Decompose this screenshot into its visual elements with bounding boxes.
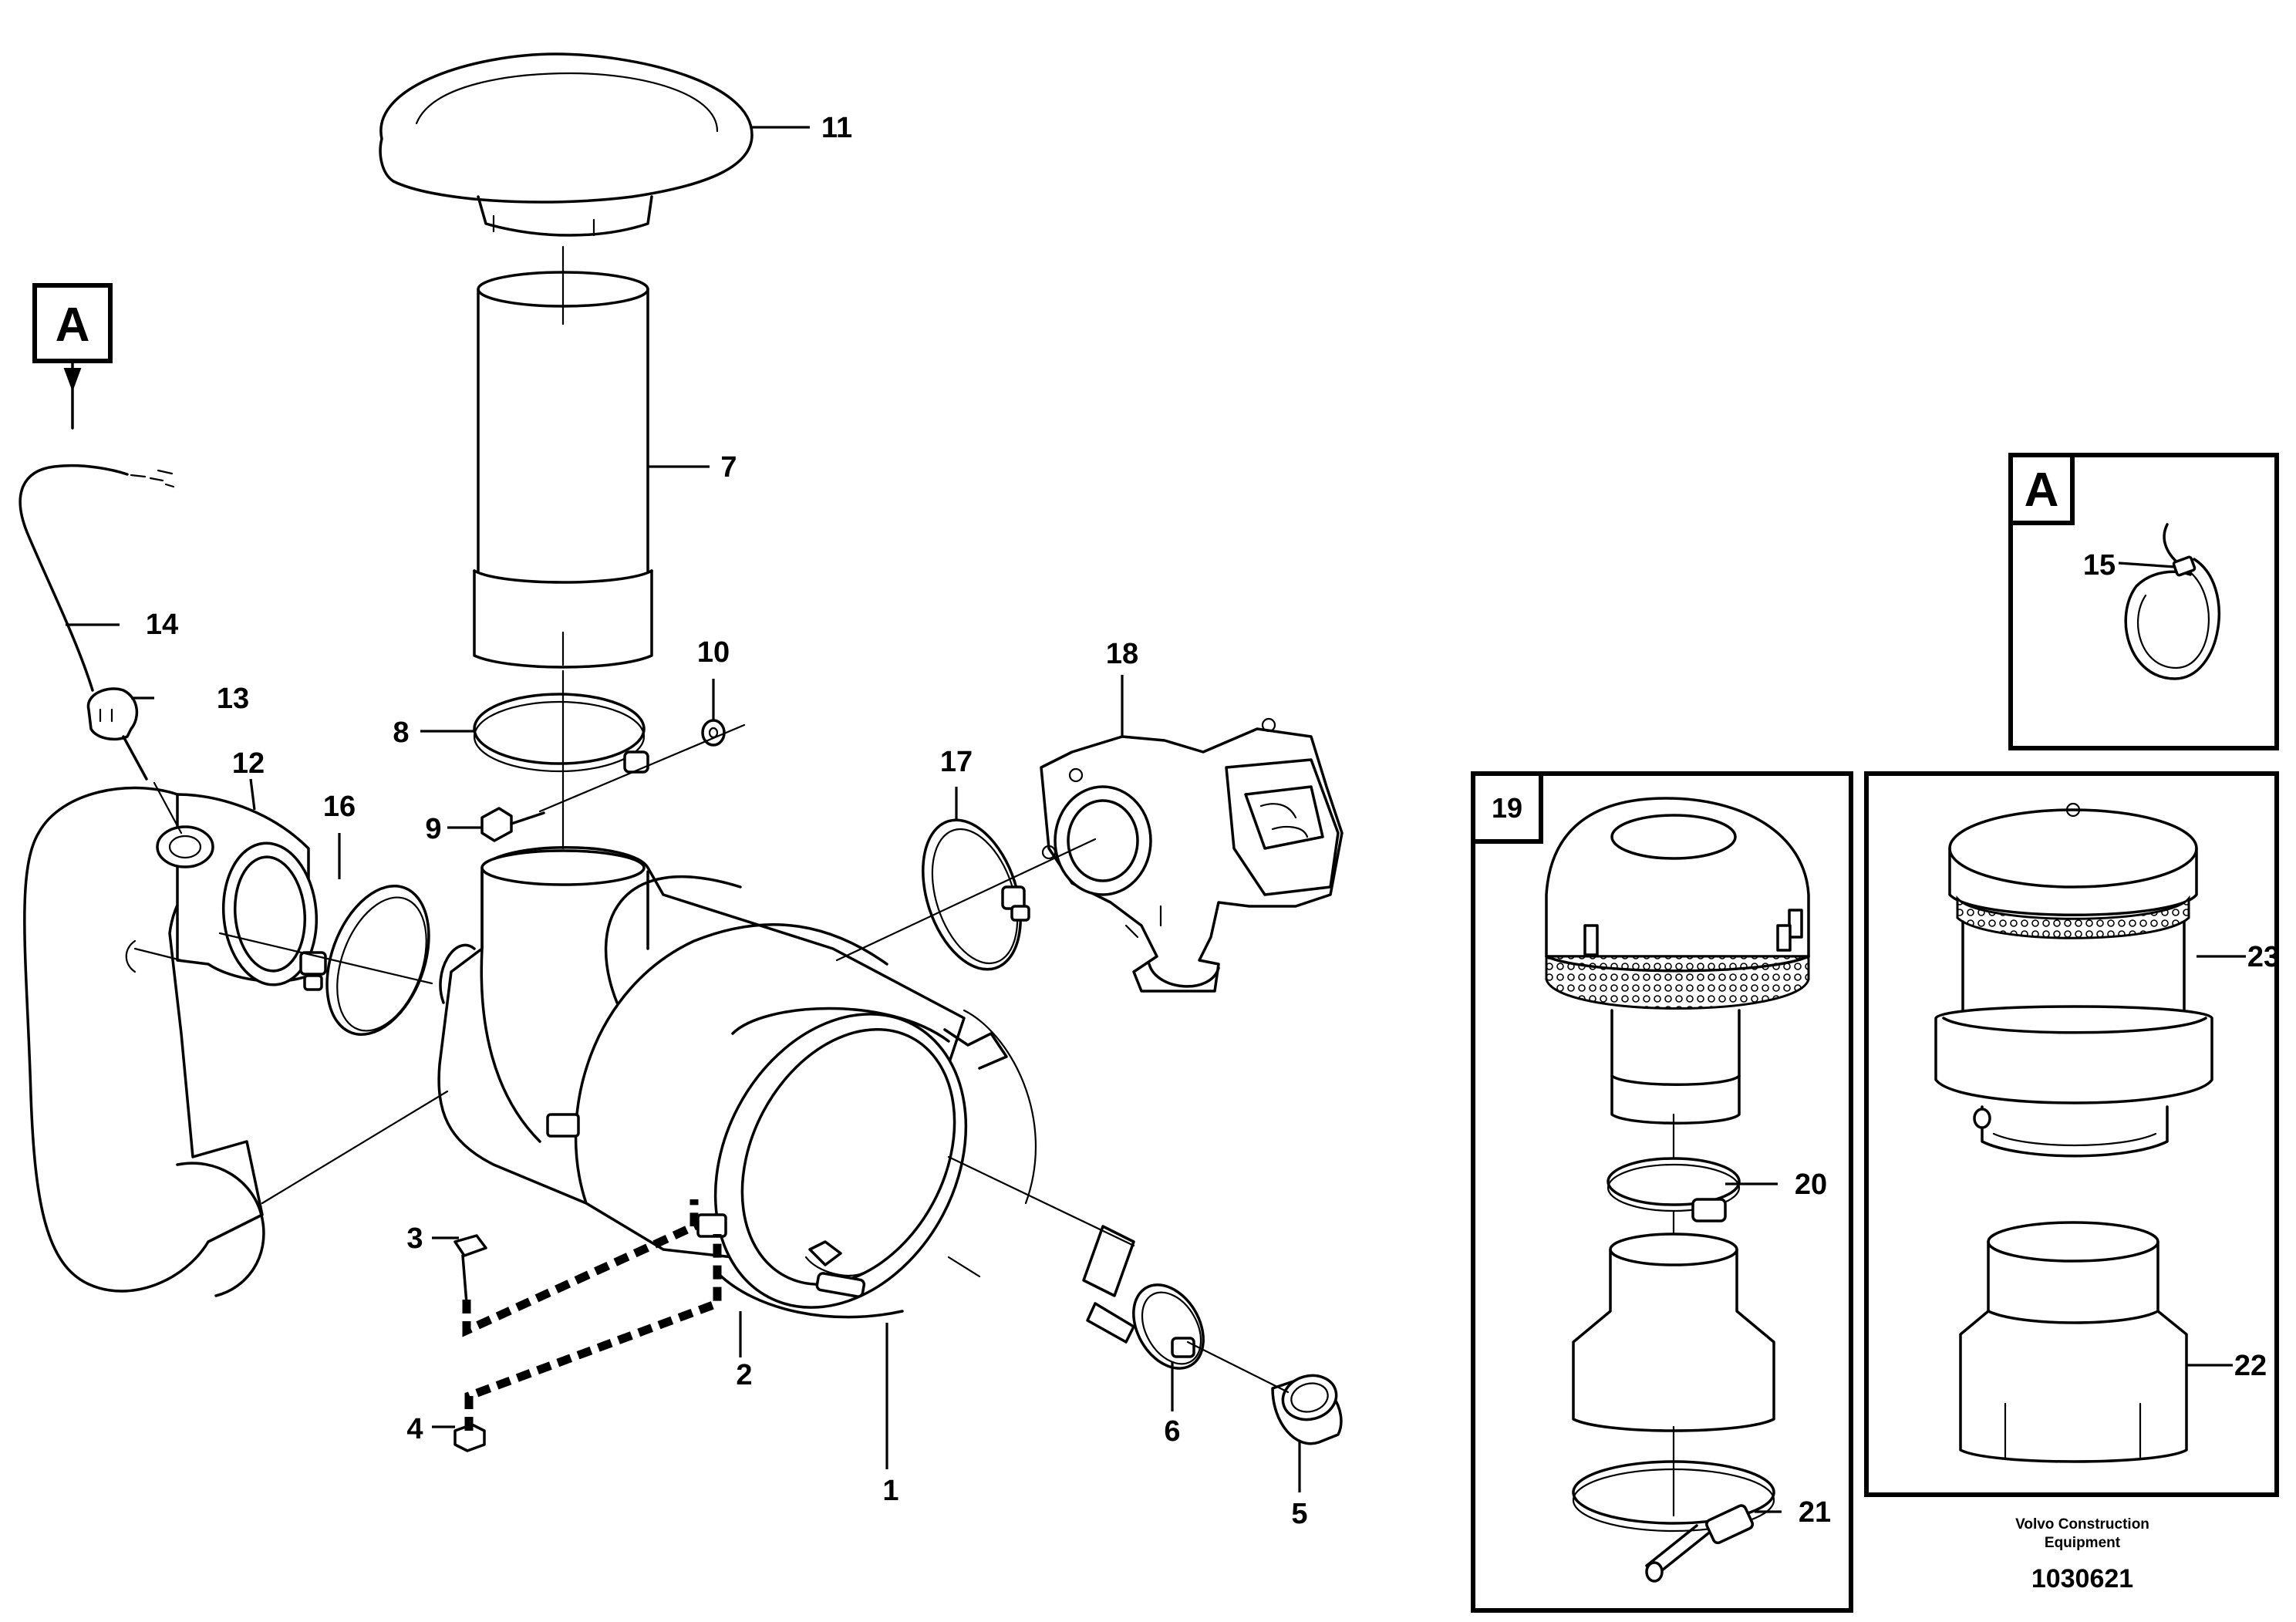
explosion-axis-lines: [153, 245, 1290, 1394]
vacuum-sensor-part-13: [86, 687, 148, 781]
detail-box-a-label: A: [2025, 464, 2059, 517]
rain-cap-part-11: [379, 52, 754, 237]
cable-tie-part-15: [2124, 523, 2220, 680]
callout-18: 18: [1106, 638, 1138, 670]
detail-marker-label: A: [56, 298, 90, 352]
callout-12: 12: [232, 747, 265, 780]
callout-11: 11: [821, 112, 852, 144]
clamp-part-21: [1572, 1448, 1775, 1583]
detail-box-19: 19: [1471, 771, 1853, 1613]
callout-14: 14: [146, 609, 178, 641]
detail-reference-marker-a: A: [32, 283, 113, 430]
callout-22: 22: [2234, 1350, 2267, 1382]
manufacturer-line-1: Volvo Construction: [2015, 1516, 2149, 1533]
reducer-adapter: [1572, 1233, 1775, 1452]
callout-17: 17: [940, 746, 973, 778]
callout-6: 6: [1164, 1415, 1180, 1448]
pre-cleaner-neck: [1610, 1009, 1741, 1158]
intake-elbow-part-12: [23, 786, 319, 1297]
hose-clamp-part-6: [1132, 1283, 1205, 1370]
turbocharger-part-18: [1040, 717, 1344, 993]
housing-bracket-left: [546, 1113, 727, 1238]
bolt-part-9: [480, 807, 545, 842]
assembly-dashed-lines: [462, 1199, 722, 1431]
callout-2: 2: [736, 1359, 752, 1391]
callout-7: 7: [720, 451, 737, 484]
callout-1: 1: [882, 1475, 899, 1507]
end-cover-part-1: [713, 1007, 1135, 1344]
callout-numbers: 11 7 8 9 10 14 13 12 16 17 18 3 4 2 1 6 …: [146, 112, 2280, 1530]
callout-10: 10: [697, 636, 730, 669]
callout-20: 20: [1795, 1168, 1827, 1201]
rubber-sleeve-part-5: [1271, 1374, 1343, 1445]
callout-15: 15: [2083, 549, 2116, 582]
callout-4: 4: [406, 1413, 423, 1445]
sensor-cable-part-14: [19, 464, 175, 692]
inlet-tube-part-7: [473, 271, 653, 669]
drawing-number: 1030621: [2031, 1564, 2133, 1593]
callout-23: 23: [2247, 941, 2280, 973]
callout-9: 9: [425, 813, 441, 845]
adapter-sleeve-part-22: [1959, 1221, 2188, 1463]
hose-clamp-part-16: [299, 885, 430, 1036]
detail-box-19-label: 19: [1492, 792, 1522, 824]
hose-clamp-part-17: [922, 818, 1030, 971]
callout-8: 8: [393, 717, 409, 749]
callout-5: 5: [1291, 1498, 1307, 1530]
cyclone-element-part-23: [1934, 802, 2213, 1158]
clamp-part-8: [473, 693, 649, 774]
drawing-footer: Volvo Construction Equipment 1030621: [2015, 1516, 2149, 1593]
detail-box-filter-elements: [1864, 771, 2279, 1497]
callout-leaders: [66, 126, 1301, 1492]
callout-13: 13: [217, 683, 249, 715]
callout-21: 21: [1799, 1496, 1831, 1529]
manufacturer-line-2: Equipment: [2045, 1535, 2121, 1551]
clamp-part-20: [1607, 1157, 1741, 1247]
pre-cleaner-cap: [1545, 797, 1810, 1010]
callout-3: 3: [406, 1222, 423, 1255]
callout-16: 16: [323, 791, 356, 823]
bolt-part-3: [453, 1234, 487, 1305]
detail-box-a: A: [2008, 453, 2279, 750]
